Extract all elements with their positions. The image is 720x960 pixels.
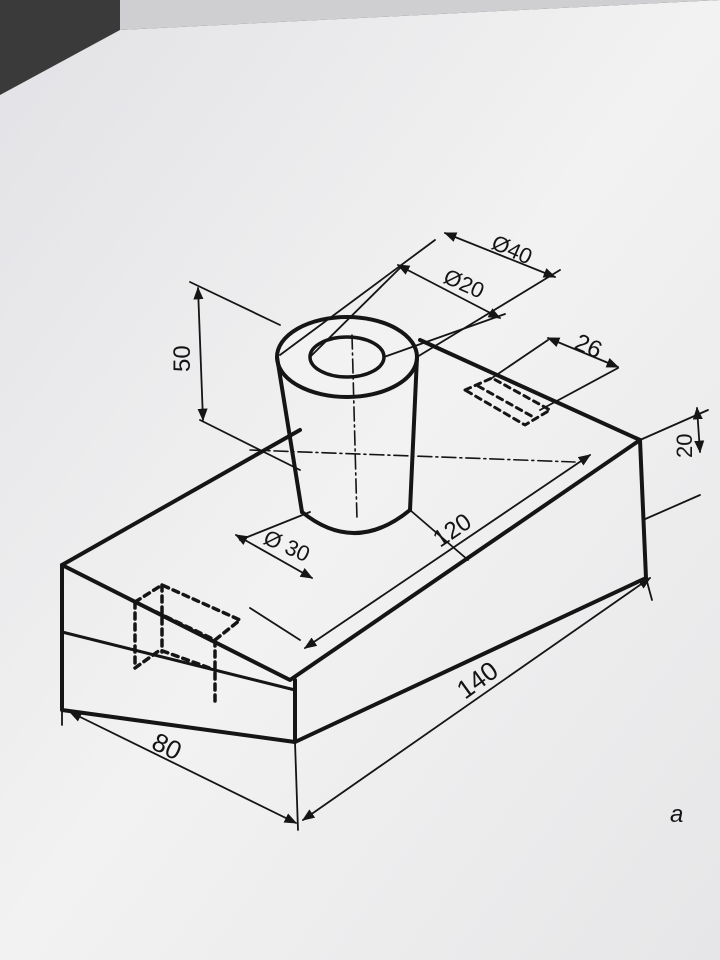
cone-top-ellipse [275, 315, 419, 399]
figure-label: a [670, 801, 683, 828]
block-step-line [60, 630, 297, 692]
hidden-slot-top [463, 376, 552, 427]
hidden-slot-front [133, 583, 242, 707]
dim-line-phi20 [396, 264, 502, 319]
cone-left-side [275, 355, 304, 514]
dim-line-20 [692, 406, 705, 454]
dim-line-140 [301, 577, 652, 821]
dim-line-80 [68, 711, 298, 824]
paper-top-strip [120, 0, 720, 30]
block-top-left-edge [60, 428, 302, 567]
dim-line-phi30 [234, 534, 314, 579]
label-20: 20 [672, 434, 697, 458]
dim-line-50 [193, 286, 208, 422]
dim-line-phi40 [443, 232, 557, 278]
dimension-lines [61, 232, 709, 831]
label-50: 50 [169, 345, 196, 372]
dim-line-26 [546, 337, 620, 368]
